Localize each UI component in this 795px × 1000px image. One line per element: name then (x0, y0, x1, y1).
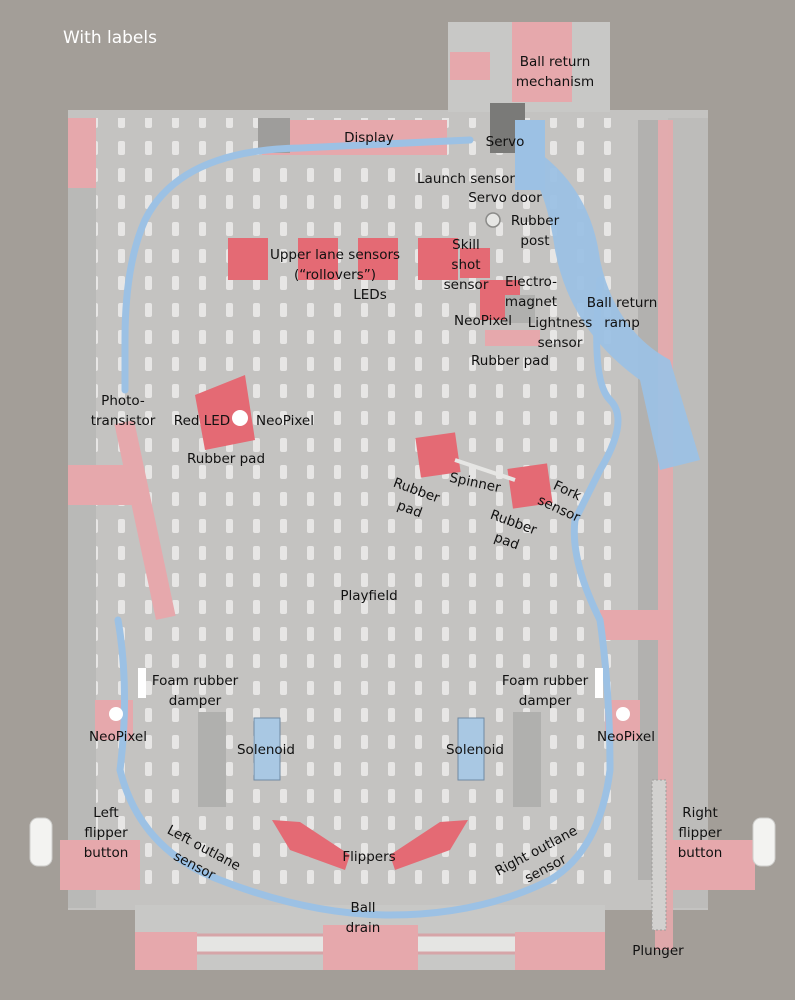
label-lightness-sensor: Lightness sensor (527, 315, 593, 351)
label-phototransistor: Photo- transistor (90, 393, 156, 429)
label-plunger: Plunger (632, 943, 684, 959)
right-channel (638, 120, 658, 880)
label-leds: LEDs (353, 287, 387, 303)
label-ball-return-mechanism: Ball return mechanism (515, 54, 595, 90)
label-solenoid-left: Solenoid (236, 742, 296, 758)
label-servo: Servo (485, 134, 525, 150)
plunger-spring (651, 779, 667, 931)
upper-lane-sensor-1 (228, 238, 268, 280)
label-neopixel-left: NeoPixel (89, 729, 147, 745)
page-title: With labels (63, 28, 157, 48)
left-frame-red-mid (68, 465, 133, 505)
spinner-wire (454, 458, 516, 482)
label-rubber-pad-mid: Rubber pad (186, 451, 266, 467)
top-mechanism-red (512, 22, 572, 102)
label-right-flipper-button: Right flipper button (677, 805, 723, 861)
label-launch-sensor: Launch sensor (417, 171, 515, 187)
label-foam-damper-left: Foam rubber damper (151, 673, 239, 709)
neopixel-mid-dot (232, 410, 248, 426)
left-frame (68, 118, 96, 908)
label-skill-shot-sensor: Skill shot sensor (443, 237, 489, 293)
spinner-pad-left (415, 432, 461, 478)
right-frame (668, 118, 708, 908)
label-electromagnet: Electro- magnet (504, 274, 558, 310)
bottom-block-left (135, 932, 197, 970)
rubber-post (485, 212, 501, 228)
rubber-pad-top-block (485, 330, 540, 346)
right-flipper-housing (670, 840, 755, 890)
upper-lane-sensor-4 (418, 238, 458, 280)
neopixel-left-dot (109, 707, 123, 721)
flipper-left (272, 820, 350, 870)
left-flipper-housing (60, 840, 140, 890)
label-foam-damper-right: Foam rubber damper (501, 673, 589, 709)
right-red-column (655, 120, 673, 950)
solenoid-right-frame (513, 712, 541, 807)
skill-shot-sensor-block (460, 248, 490, 278)
label-display: Display (344, 130, 394, 146)
bottom-block-center (323, 925, 418, 970)
label-rubber-post: Rubber post (510, 213, 560, 249)
foam-damper-right-bar (595, 668, 603, 698)
left-frame-red (68, 118, 96, 188)
spinner-pad-right (507, 463, 553, 509)
solenoid-right-body (457, 717, 485, 781)
label-upper-lane-sensors: Upper lane sensors (“rollovers”) (269, 247, 401, 283)
left-flipper-button-cap (29, 817, 53, 867)
right-frame-block (600, 610, 670, 640)
red-led-block (195, 375, 255, 450)
label-left-flipper-button: Left flipper button (83, 805, 129, 861)
right-flipper-button-cap (752, 817, 776, 867)
label-playfield: Playfield (340, 588, 398, 604)
label-rubber-pad-top: Rubber pad (470, 353, 550, 369)
neopixel-right-dot (616, 707, 630, 721)
top-mechanism-red-left (450, 52, 490, 80)
launch-chute (515, 120, 545, 190)
label-solenoid-right: Solenoid (445, 742, 505, 758)
label-neopixel-right: NeoPixel (597, 729, 655, 745)
label-neopixel-top: NeoPixel (454, 313, 512, 329)
ball-return-ramp (520, 140, 700, 470)
label-servo-door: Servo door (468, 190, 542, 206)
bottom-block-right (515, 932, 605, 970)
label-flippers: Flippers (342, 849, 396, 865)
label-red-led: Red LED (173, 413, 231, 429)
phototransistor-arm (114, 420, 176, 620)
label-ball-return-ramp: Ball return ramp (586, 295, 658, 331)
label-ball-drain: Ball drain (345, 900, 381, 936)
solenoid-left-frame (198, 712, 226, 807)
blue-guide-rail (114, 136, 622, 919)
upper-lane-sensor-3 (358, 238, 398, 280)
upper-lane-sensor-2 (298, 238, 338, 280)
lightness-sensor-block (505, 295, 535, 323)
foam-damper-left-bar (138, 668, 146, 698)
label-neopixel-mid: NeoPixel (256, 413, 314, 429)
solenoid-left-body (253, 717, 281, 781)
flipper-right (390, 820, 468, 870)
